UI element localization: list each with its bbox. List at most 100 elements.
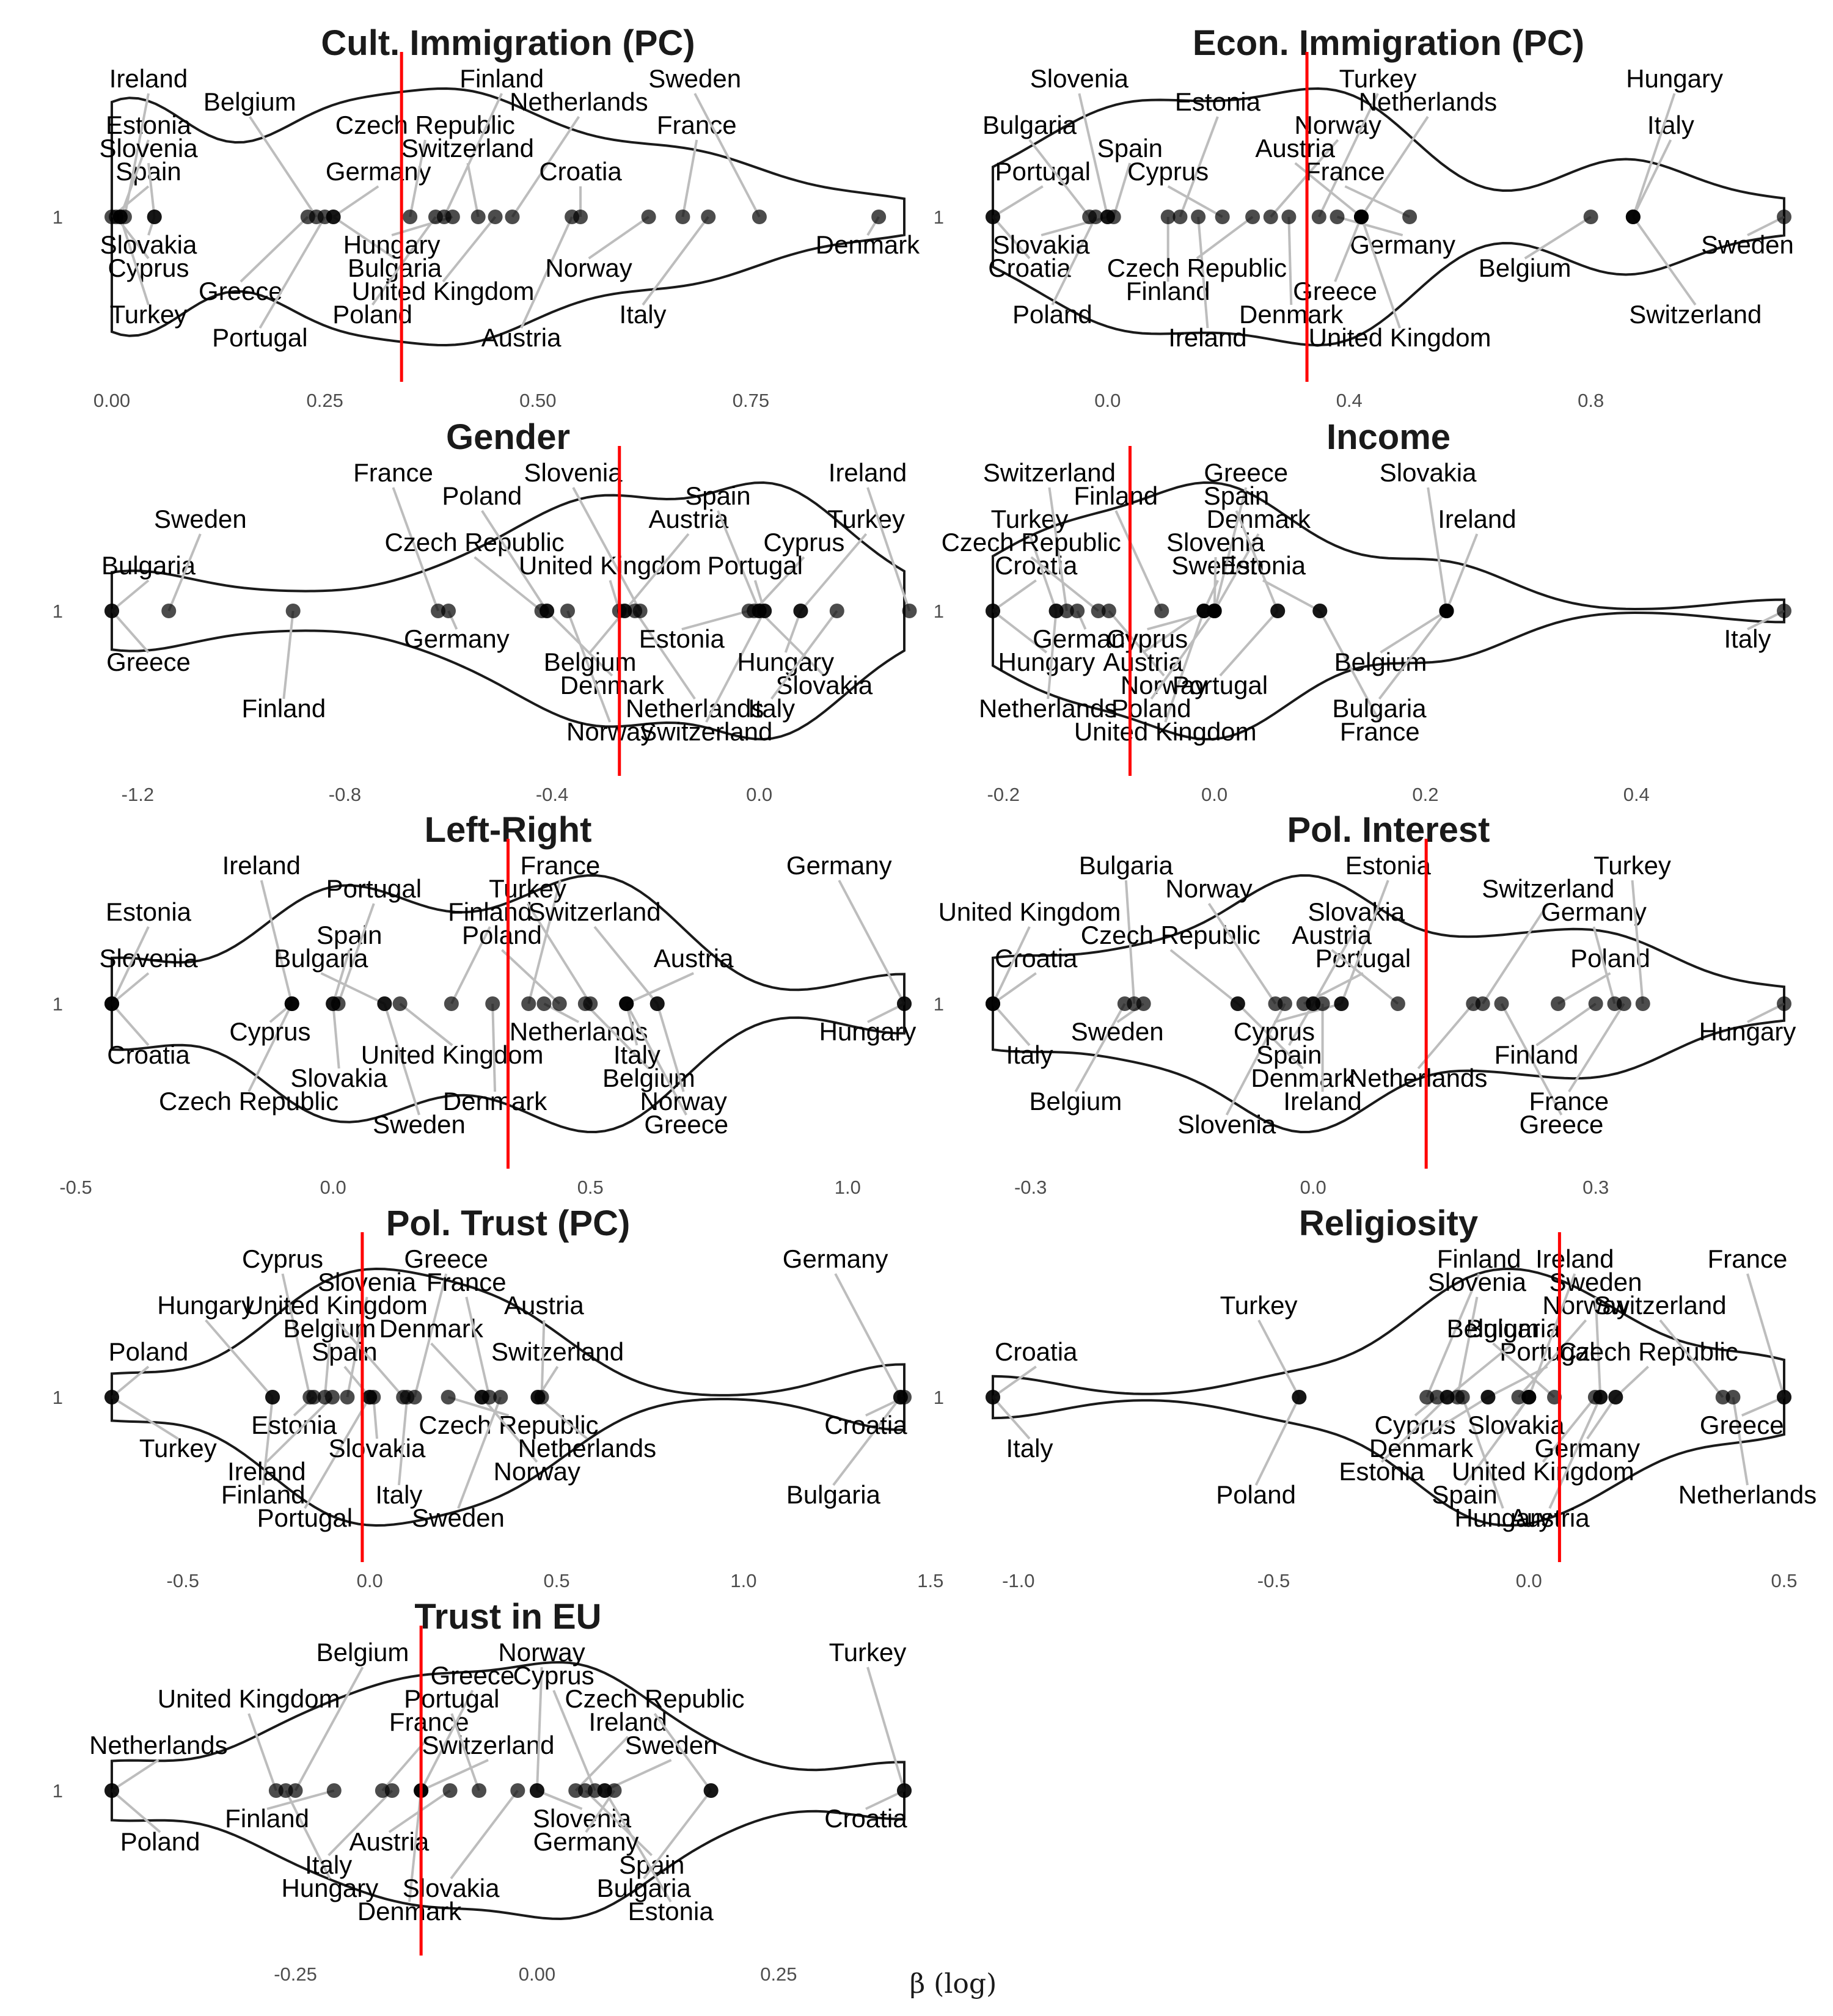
label-leader (337, 903, 375, 1004)
country-label: Italy (375, 1480, 422, 1509)
label-leader (1427, 487, 1448, 612)
country-label: Bulgaria (982, 111, 1077, 139)
country-label: Slovakia (290, 1064, 387, 1092)
label-leader (392, 487, 439, 612)
data-point (288, 1783, 303, 1798)
label-leader (265, 1396, 334, 1463)
label-leader (1568, 1003, 1625, 1093)
data-point (481, 1390, 497, 1404)
label-leader (656, 1003, 685, 1092)
x-tick-label: -0.2 (987, 784, 1020, 805)
country-label: Poland (1012, 300, 1092, 329)
country-label: Germany (783, 1244, 888, 1273)
x-tick-label: 1.0 (730, 1570, 756, 1591)
country-label: Bulgaria (1332, 694, 1427, 723)
data-point (897, 1390, 912, 1404)
x-tick-label: 0.25 (306, 390, 343, 411)
x-tick-label: 1.0 (835, 1177, 861, 1198)
label-leader (992, 579, 1037, 612)
country-label: Turkey (1339, 64, 1417, 93)
country-label: France (426, 1268, 507, 1296)
country-label: Poland (1216, 1480, 1296, 1509)
label-leader (281, 1273, 312, 1398)
label-leader (119, 139, 150, 217)
x-tick-label: -0.4 (536, 784, 568, 805)
label-leader (653, 1712, 712, 1792)
label-leader (1614, 1365, 1649, 1398)
country-label: Norway (640, 1087, 727, 1116)
country-label: France (520, 851, 600, 880)
label-leader (1235, 510, 1279, 612)
panel-title: Pol. Trust (PC) (386, 1203, 631, 1243)
label-leader (1380, 610, 1447, 654)
country-label: Estonia (106, 111, 192, 139)
label-leader (1631, 93, 1676, 217)
data-point (1173, 210, 1188, 224)
country-label: Ireland (1535, 1244, 1614, 1273)
data-point (1551, 996, 1565, 1011)
data-point (1154, 604, 1169, 618)
x-tick-label: -0.5 (1257, 1570, 1290, 1591)
data-point (1777, 996, 1791, 1011)
data-point (560, 604, 575, 618)
country-label: Italy (1006, 1040, 1053, 1069)
country-label: Italy (748, 694, 795, 723)
label-leader (1150, 610, 1216, 700)
country-label: Austria (1510, 1503, 1590, 1532)
x-tick-label: 0.0 (746, 784, 772, 805)
x-tick-label: 0.0 (1094, 390, 1121, 411)
country-label: Cyprus (242, 1244, 323, 1273)
country-label: Austria (648, 505, 728, 533)
data-point (441, 1390, 456, 1404)
country-label: Turkey (110, 300, 188, 329)
data-point (529, 1783, 544, 1798)
country-label: Germany (533, 1827, 639, 1856)
data-point (1439, 604, 1454, 618)
country-label: Sweden (154, 505, 247, 533)
country-label: Portugal (326, 874, 422, 903)
label-leader (1481, 902, 1549, 1005)
country-label: Slovenia (318, 1268, 417, 1296)
data-point (505, 210, 520, 224)
label-leader (552, 1690, 596, 1791)
country-labels: PolandTurkeyHungaryFinlandCyprusEstoniaB… (109, 1244, 908, 1532)
country-label: Germany (326, 157, 431, 186)
y-tick-label: 1 (934, 206, 944, 228)
data-point (1311, 210, 1326, 224)
country-label: Greece (106, 648, 191, 676)
country-label: Slovenia (1428, 1268, 1527, 1296)
data-point (1330, 210, 1345, 224)
label-leader (1167, 185, 1223, 218)
label-leader (536, 1789, 583, 1810)
country-label: Cyprus (1234, 1017, 1315, 1046)
country-label: Slovenia (99, 944, 198, 973)
country-label: Italy (1006, 1434, 1053, 1463)
label-leader (866, 487, 911, 612)
country-label: Ireland (1438, 505, 1516, 533)
label-leader (540, 1320, 546, 1398)
country-label: Croatia (995, 1337, 1078, 1366)
data-point (1494, 996, 1509, 1011)
label-leader (282, 610, 295, 699)
data-point (284, 996, 299, 1011)
data-point (445, 210, 460, 224)
data-point (510, 1783, 525, 1798)
data-point (1215, 210, 1230, 224)
country-label: Germany (1534, 1434, 1640, 1463)
country-label: Slovakia (1468, 1411, 1565, 1439)
country-label: Portugal (257, 1503, 353, 1532)
label-leader (1518, 1319, 1587, 1398)
label-leader (450, 1789, 519, 1880)
country-label: France (657, 111, 737, 139)
country-label: Denmark (357, 1897, 462, 1926)
label-leader (1048, 487, 1068, 612)
country-label: Cyprus (1107, 624, 1188, 653)
data-point (1440, 1390, 1455, 1404)
label-leader (474, 556, 543, 612)
label-leader (457, 1397, 502, 1509)
data-point (1777, 210, 1791, 224)
label-leader (1445, 533, 1479, 612)
x-tick-label: -0.5 (167, 1570, 199, 1591)
